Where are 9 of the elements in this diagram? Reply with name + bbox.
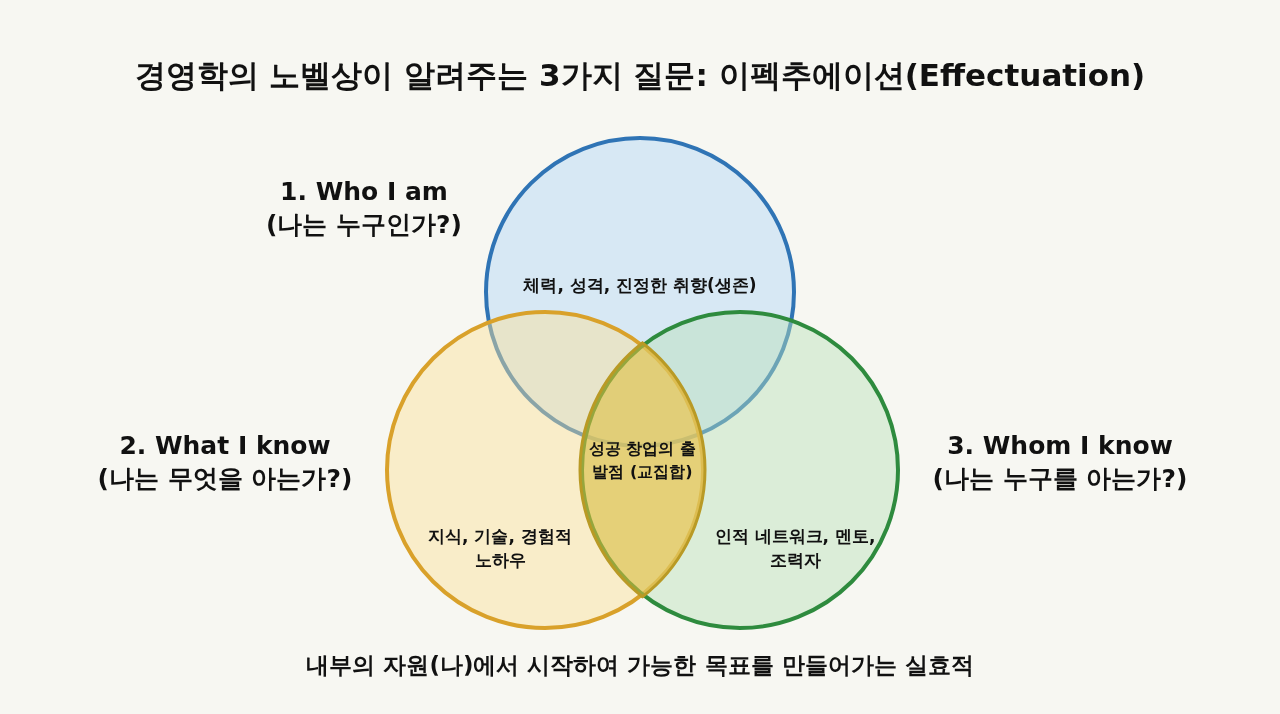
diagram-title: 경영학의 노벨상이 알려주는 3가지 질문: 이펙추에이션(Effectuation) <box>133 56 1147 95</box>
circle-text: 지식, 기술, 경험적 노하우 <box>427 525 573 572</box>
circle-text: 인적 네트워크, 멘토, 조력자 <box>713 525 877 572</box>
caption-text: 내부의 자원(나)에서 시작하여 가능한 목표를 만들어가는 실효적 <box>305 651 975 680</box>
circle-heading: 3. Whom I know (나는 누구를 아는가?) <box>931 430 1189 495</box>
circle-heading: 2. What I know (나는 무엇을 아는가?) <box>96 430 354 495</box>
circle-heading: 1. Who I am (나는 누구인가?) <box>264 176 464 241</box>
circle-text: 체력, 성격, 진정한 취향(생존) <box>522 274 758 297</box>
intersection-text: 성공 창업의 출발점 (교집합) <box>587 438 698 483</box>
